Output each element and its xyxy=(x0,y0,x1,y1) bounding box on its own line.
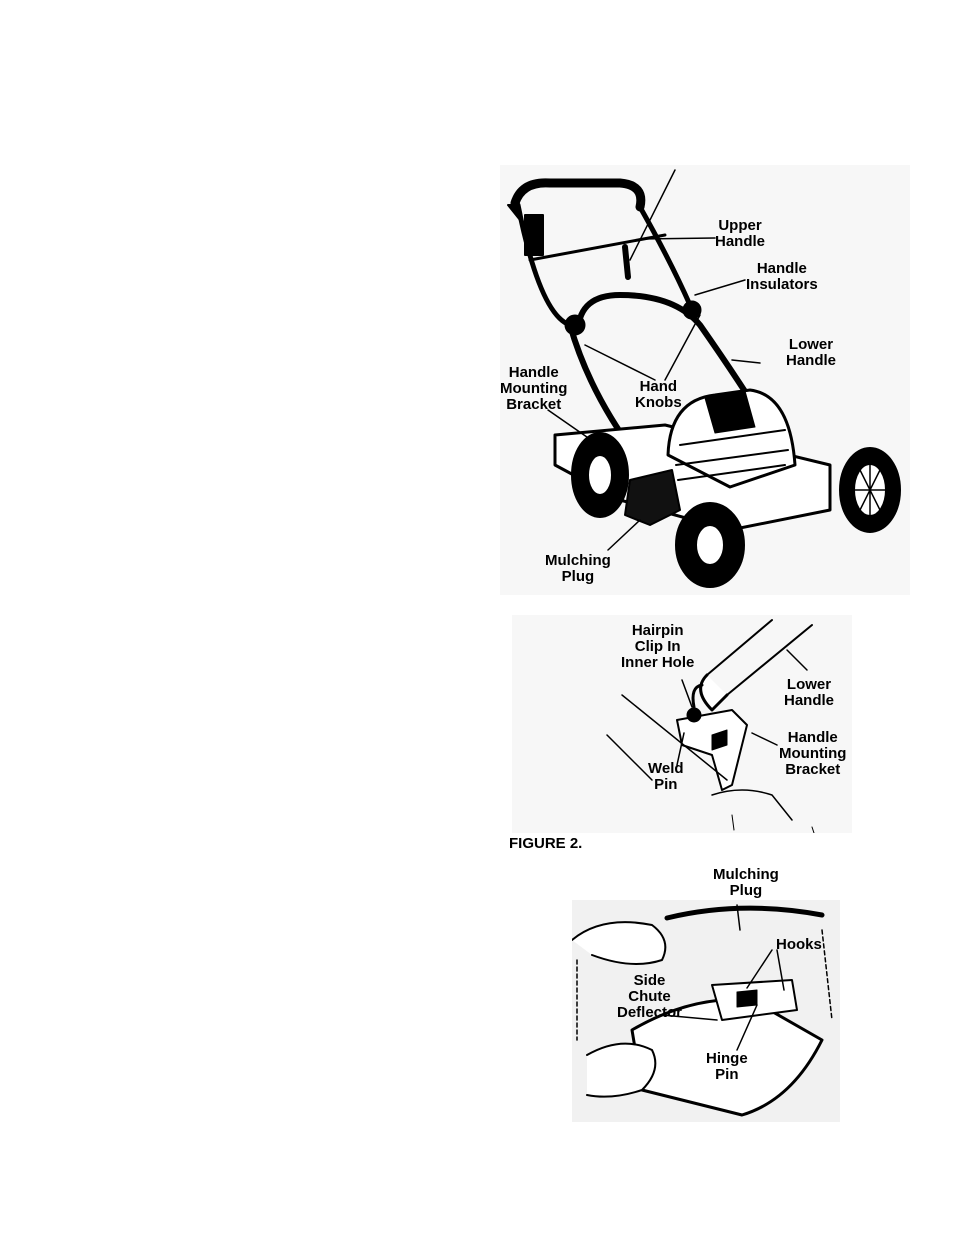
label-lower-handle-2: Lower Handle xyxy=(784,677,834,709)
label-side-chute-deflector: Side Chute Deflector xyxy=(617,973,682,1021)
label-hinge-pin: Hinge Pin xyxy=(706,1051,748,1083)
label-lower-handle: Lower Handle xyxy=(786,337,836,369)
label-upper-handle: Upper Handle xyxy=(715,218,765,250)
label-mulching-plug-3: Mulching Plug xyxy=(713,867,779,899)
label-hooks: Hooks xyxy=(776,937,822,953)
label-hand-knobs: Hand Knobs xyxy=(635,379,682,411)
label-handle-mounting-bracket: Handle Mounting Bracket xyxy=(500,365,567,413)
mulching-plug-drawing xyxy=(572,900,840,1122)
label-mulching-plug-1: Mulching Plug xyxy=(545,553,611,585)
label-handle-mounting-bracket-2: Handle Mounting Bracket xyxy=(779,730,846,778)
label-handle-insulators: Handle Insulators xyxy=(746,261,818,293)
mulching-plug-illustration xyxy=(572,900,840,1122)
label-weld-pin: Weld Pin xyxy=(648,761,684,793)
label-hairpin-clip: Hairpin Clip In Inner Hole xyxy=(621,623,694,671)
figure-caption: FIGURE 2. xyxy=(509,835,582,852)
